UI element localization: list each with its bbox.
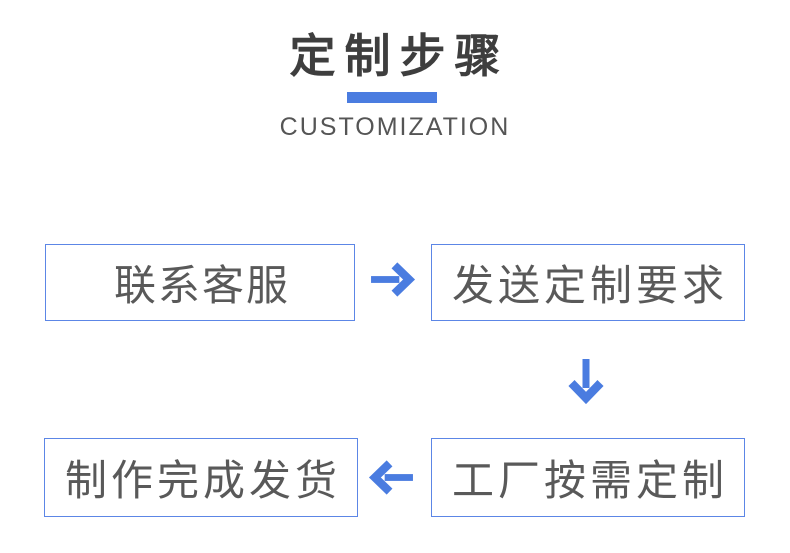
step-label: 制作完成发货 <box>64 457 341 504</box>
title-divider <box>347 92 437 103</box>
step-box-send-requirements: 发送定制要求 <box>431 244 745 321</box>
section-subtitle: CUSTOMIZATION <box>279 113 511 141</box>
step-box-contact-service: 联系客服 <box>45 244 355 321</box>
step-label: 发送定制要求 <box>451 262 728 309</box>
section-title: 定制步骤 <box>289 30 510 82</box>
step-box-finish-shipping: 制作完成发货 <box>44 438 358 517</box>
left-arrow-icon <box>368 460 413 495</box>
down-arrow-icon <box>568 359 604 405</box>
step-label: 联系客服 <box>113 262 290 309</box>
step-label: 工厂按需定制 <box>451 457 728 504</box>
right-arrow-icon <box>371 262 416 297</box>
step-box-factory-customize: 工厂按需定制 <box>431 438 745 517</box>
